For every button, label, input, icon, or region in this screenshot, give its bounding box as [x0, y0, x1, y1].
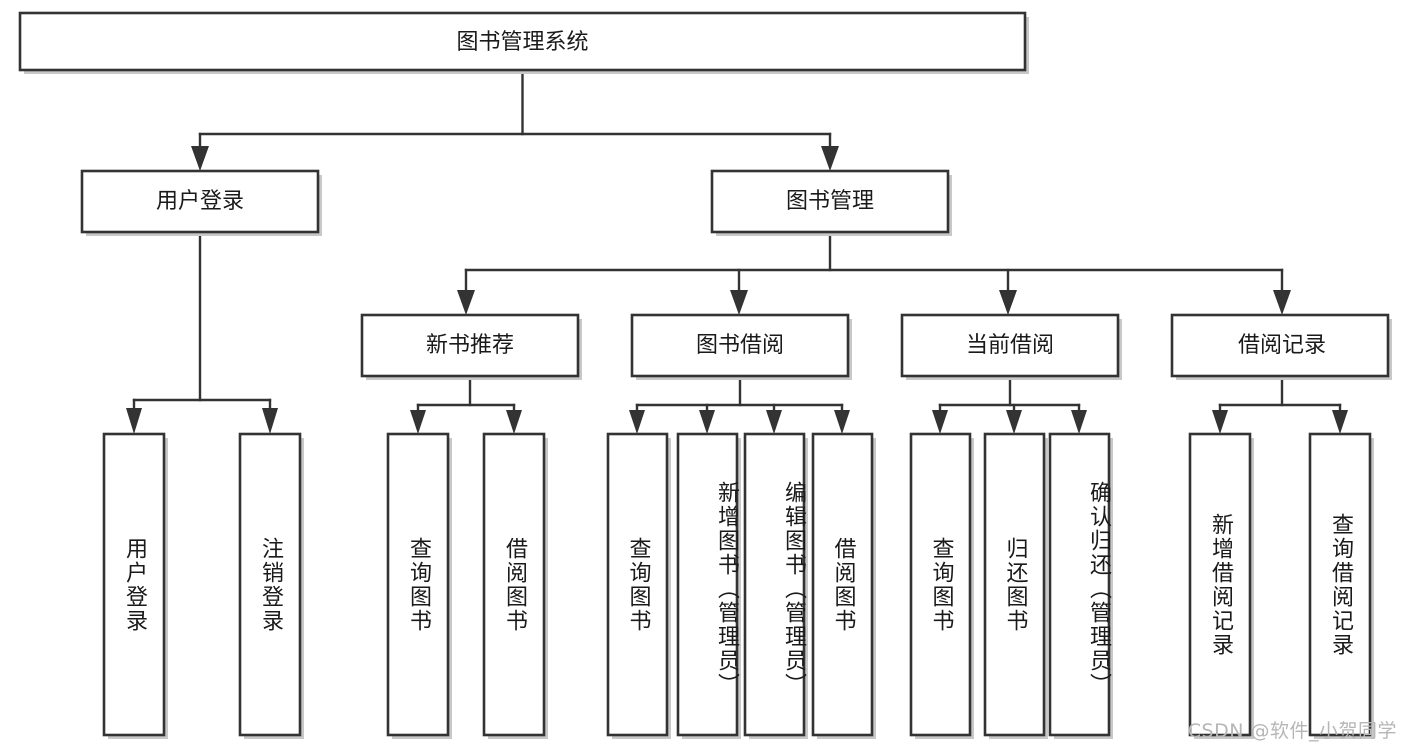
node-user-login[interactable]: 用户登录 [80, 169, 322, 236]
arrowhead-to-leaf-user-login [126, 408, 142, 434]
node-root-label: 图书管理系统 [456, 30, 588, 55]
arrowhead-to-leaf-cb-return [1006, 410, 1022, 434]
node-book-borrow-label: 图书借阅 [696, 333, 784, 358]
leaf-bb-add-box[interactable] [676, 432, 739, 737]
arrowhead-to-leaf-bb-query [629, 410, 645, 434]
node-root-box[interactable] [18, 11, 1027, 72]
node-new-book-rec-box[interactable] [360, 313, 580, 378]
arrowhead-to-leaf-bb-edit [766, 410, 782, 434]
node-current-borrow[interactable]: 当前借阅 [900, 313, 1122, 380]
leaf-rec-query-box[interactable] [386, 432, 450, 737]
node-user-login-label: 用户登录 [156, 189, 244, 214]
node-book-manage[interactable]: 图书管理 [710, 169, 952, 236]
connector-group-book-manage-to-level3 [457, 230, 1291, 315]
node-new-book-rec-label: 新书推荐 [426, 333, 514, 358]
node-book-borrow-box[interactable] [630, 313, 850, 378]
node-borrow-record-box[interactable] [1170, 313, 1390, 378]
arrowhead-to-book-borrow [730, 290, 748, 315]
node-borrow-record-label: 借阅记录 [1238, 333, 1326, 358]
arrowhead-to-current-borrow [999, 290, 1017, 315]
arrowhead-to-leaf-bb-borrow [834, 410, 850, 434]
node-current-borrow-box[interactable] [900, 313, 1120, 378]
arrowhead-to-leaf-br-query [1332, 410, 1348, 434]
arrowhead-root-to-book-manage [821, 146, 839, 171]
arrowhead-to-new-book-rec [457, 290, 475, 315]
node-new-book-rec[interactable]: 新书推荐 [360, 313, 582, 380]
arrowhead-to-leaf-logout [262, 408, 278, 434]
leaf-bb-edit-box[interactable] [743, 432, 806, 737]
node-book-manage-box[interactable] [710, 169, 950, 234]
arrowhead-to-borrow-record [1273, 290, 1291, 315]
arrowhead-to-leaf-bb-add [699, 410, 715, 434]
leaf-logout-box[interactable] [238, 432, 302, 737]
leaf-user-login-box[interactable] [102, 432, 166, 737]
connector-group-user-login-leaves [126, 230, 278, 434]
connector-group-borrow-record-leaves [1212, 374, 1348, 434]
connector-group-new-book-rec-leaves [410, 374, 522, 434]
node-book-borrow[interactable]: 图书借阅 [630, 313, 852, 380]
arrowhead-to-leaf-cb-confirm [1071, 410, 1087, 434]
node-current-borrow-label: 当前借阅 [966, 333, 1054, 358]
connector-group-book-borrow-leaves [629, 374, 850, 434]
node-root[interactable]: 图书管理系统 [18, 11, 1029, 74]
csdn-watermark: CSDN @软件_小贺同学 [1187, 720, 1397, 742]
leaf-bb-query-box[interactable] [606, 432, 669, 737]
arrowhead-to-leaf-rec-query [410, 410, 426, 434]
leaf-cb-confirm-box[interactable] [1048, 432, 1111, 737]
leaf-br-query-box[interactable] [1308, 432, 1372, 737]
leaf-br-add-box[interactable] [1188, 432, 1252, 737]
node-borrow-record[interactable]: 借阅记录 [1170, 313, 1392, 380]
leaf-cb-return-box[interactable] [983, 432, 1046, 737]
arrowhead-to-leaf-rec-borrow [506, 410, 522, 434]
node-book-manage-label: 图书管理 [786, 189, 874, 214]
connector-group-current-borrow-leaves [932, 374, 1087, 434]
leaf-rec-borrow-box[interactable] [482, 432, 546, 737]
node-user-login-box[interactable] [80, 169, 320, 234]
leaf-boxes [102, 432, 1374, 739]
leaf-bb-borrow-box[interactable] [811, 432, 874, 737]
arrowhead-to-leaf-br-add [1212, 410, 1228, 434]
arrowhead-root-to-user-login [191, 146, 209, 171]
connector-group-root-to-level2 [191, 68, 839, 171]
leaf-cb-query-box[interactable] [909, 432, 972, 737]
arrowhead-to-leaf-cb-query [932, 410, 948, 434]
